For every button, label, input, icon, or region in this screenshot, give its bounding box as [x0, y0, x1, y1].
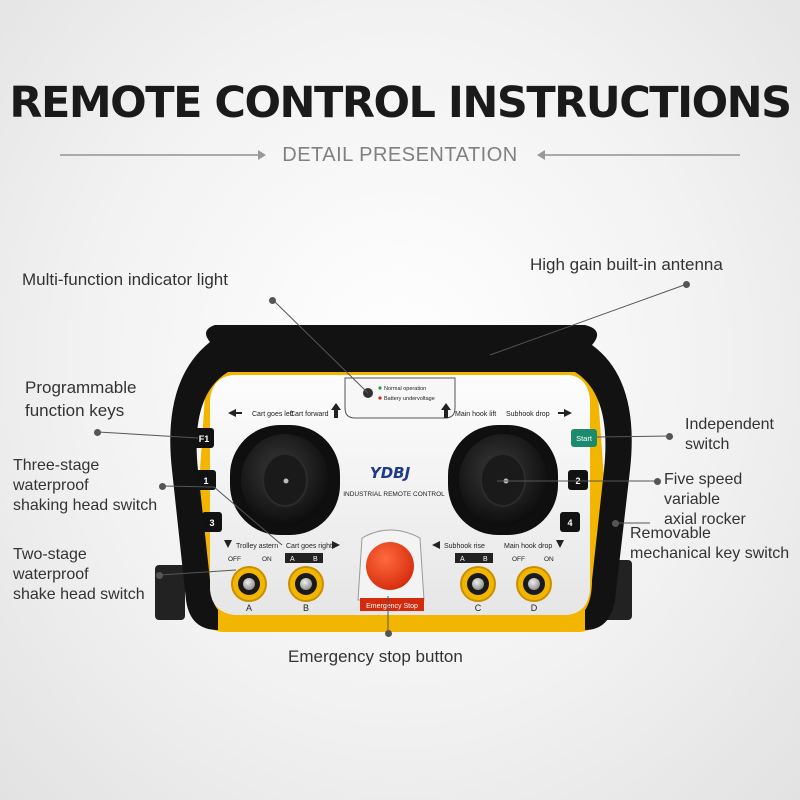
- page-subtitle: DETAIL PRESENTATION: [282, 144, 518, 166]
- key-1-label: 1: [203, 476, 208, 486]
- callout-dot: [683, 281, 690, 288]
- callout-dot: [612, 520, 619, 527]
- callout-independent-switch: Independent switch: [685, 415, 774, 455]
- right-joystick-grip: [480, 453, 526, 507]
- key-4-label: 4: [567, 518, 572, 528]
- strap-left: [155, 565, 185, 620]
- estop-label-plate: [360, 598, 424, 611]
- start-button[interactable]: [571, 429, 597, 447]
- callout-dot: [666, 433, 673, 440]
- label-subhook-drop: Subhook drop: [506, 411, 550, 418]
- callout-line: waterproof: [13, 477, 89, 494]
- ab-right-b: B: [483, 556, 488, 563]
- label-main-hook-drop: Main hook drop: [504, 543, 552, 550]
- label-on-right: ON: [544, 556, 554, 563]
- divider-left: [60, 154, 260, 156]
- callout-emergency-stop: Emergency stop button: [288, 647, 463, 666]
- led-battery-icon: [378, 396, 382, 400]
- page-title: REMOTE CONTROL INSTRUCTIONS: [9, 78, 792, 128]
- callout-antenna: High gain built-in antenna: [530, 255, 723, 274]
- arrow-up-icon: [331, 403, 341, 418]
- label-trolley-astern: Trolley astern: [236, 543, 278, 550]
- key-3[interactable]: [202, 512, 222, 532]
- model-text: INDUSTRIAL REMOTE CONTROL: [343, 491, 445, 498]
- callout-line: shake head switch: [13, 586, 145, 603]
- label-cart-forward: Cart forward: [290, 411, 329, 418]
- brand-logo: YDBJ: [370, 464, 411, 482]
- callout-dot: [269, 297, 276, 304]
- switch-b-label: B: [303, 603, 309, 613]
- key-3-label: 3: [209, 518, 214, 528]
- switch-d-label: D: [531, 603, 538, 613]
- callout-line: shaking head switch: [13, 497, 158, 514]
- key-f1-label: F1: [199, 434, 210, 444]
- arrow-left-icon: [228, 409, 242, 417]
- callout-line: Programmable: [25, 378, 137, 397]
- arrow-left-icon: [432, 541, 440, 549]
- key-4[interactable]: [560, 512, 580, 532]
- callout-dot: [159, 483, 166, 490]
- callout-dot: [385, 630, 392, 637]
- switch-c[interactable]: [460, 566, 496, 602]
- estop-label: Emergency Stop: [366, 603, 418, 610]
- callout-three-stage-switch: Three-stage waterproof shaking head swit…: [13, 456, 157, 516]
- label-cart-left: Cart goes left: [252, 411, 294, 418]
- arrow-right-icon: [558, 409, 572, 417]
- callout-line: Five speed variable: [664, 471, 743, 508]
- divider-arrow-left: [258, 150, 266, 160]
- callout-dot: [654, 478, 661, 485]
- callout-line: waterproof: [13, 566, 89, 583]
- ab-switch-legend-left: [285, 553, 323, 563]
- rubber-bumper: [170, 325, 632, 630]
- callout-line: mechanical key switch: [630, 545, 790, 562]
- ab-left-a: A: [290, 556, 295, 563]
- callout-programmable-keys: Programmable function keys: [25, 378, 137, 421]
- callout-line: Independent: [685, 416, 774, 433]
- callout-dot: [94, 429, 101, 436]
- callout-line: Two-stage: [13, 546, 87, 563]
- arrow-down-icon: [224, 540, 232, 548]
- ab-right-a: A: [460, 556, 465, 563]
- switch-a[interactable]: [231, 566, 267, 602]
- label-on-left: ON: [262, 556, 272, 563]
- callout-dot: [156, 572, 163, 579]
- label-off-left: OFF: [228, 556, 241, 563]
- leader-lines: [97, 283, 688, 634]
- callout-line: axial rocker: [664, 511, 746, 528]
- indicator-label-battery: Battery undervoltage: [384, 396, 435, 402]
- label-cart-right: Cart goes right: [286, 543, 332, 550]
- callout-line: Removable: [630, 525, 711, 542]
- label-subhook-rise: Subhook rise: [444, 543, 485, 550]
- key-1[interactable]: [196, 470, 216, 490]
- switch-c-label: C: [475, 603, 482, 613]
- key-f1[interactable]: [194, 428, 214, 448]
- callout-line: function keys: [25, 401, 125, 420]
- ab-switch-legend-right: [455, 553, 493, 563]
- ab-left-b: B: [313, 556, 318, 563]
- led-normal-icon: [378, 386, 382, 390]
- divider-arrow-right: [537, 150, 545, 160]
- switch-b[interactable]: [288, 566, 324, 602]
- callout-key-switch: Removable mechanical key switch: [630, 524, 789, 564]
- label-off-right: OFF: [512, 556, 525, 563]
- key-2[interactable]: [568, 470, 588, 490]
- label-main-hook-lift: Main hook lift: [455, 411, 496, 418]
- switch-d[interactable]: [516, 566, 552, 602]
- arrow-up-icon: [441, 403, 451, 418]
- start-button-label: Start: [576, 434, 593, 443]
- indicator-label-normal: Normal operation: [384, 386, 426, 392]
- emergency-stop-button[interactable]: [366, 542, 414, 590]
- callout-rocker: Five speed variable axial rocker: [664, 470, 800, 530]
- arrow-down-icon: [556, 540, 564, 548]
- callout-indicator-light: Multi-function indicator light: [22, 270, 228, 289]
- arrow-right-icon: [332, 541, 340, 549]
- left-joystick-center: [283, 478, 289, 484]
- callout-line: Three-stage: [13, 457, 100, 474]
- switch-a-label: A: [246, 603, 252, 613]
- subtitle-row: DETAIL PRESENTATION: [0, 140, 800, 170]
- callout-two-stage-switch: Two-stage waterproof shake head switch: [13, 545, 145, 605]
- callout-line: switch: [685, 436, 730, 453]
- divider-right: [545, 154, 740, 156]
